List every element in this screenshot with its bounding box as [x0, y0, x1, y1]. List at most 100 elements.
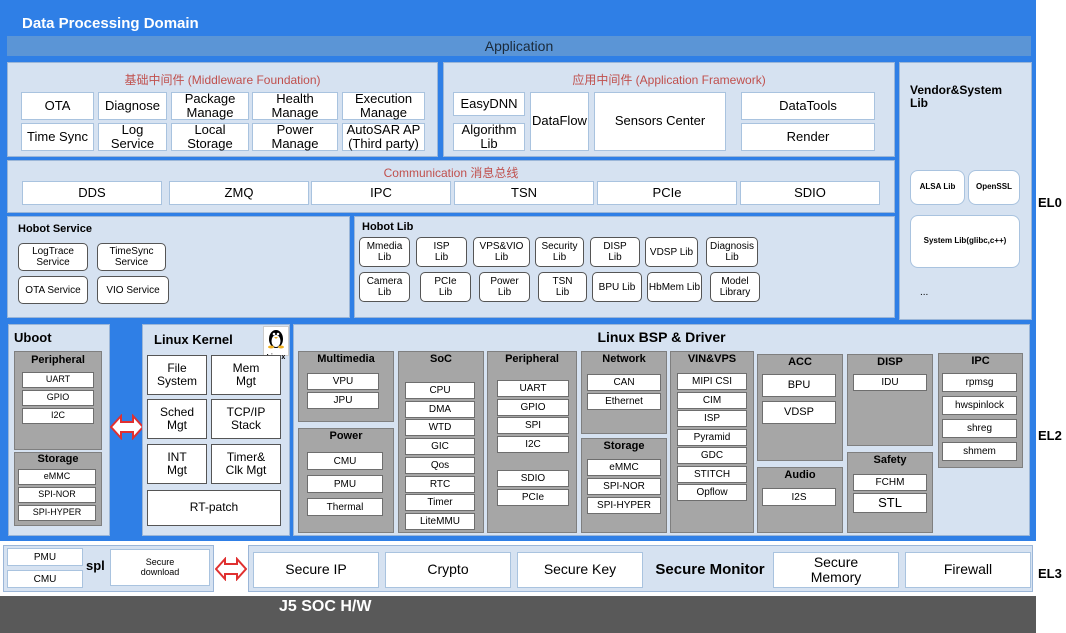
- bsp-soc-item: GIC: [405, 438, 475, 456]
- spl-label: spl: [86, 558, 105, 573]
- app-framework-item: Algorithm Lib: [453, 122, 525, 151]
- bsp-soc-item: DMA: [405, 400, 475, 418]
- uboot-peripheral-item: UART: [22, 372, 94, 388]
- bsp-network-item: Ethernet: [587, 393, 661, 410]
- hobot-lib-item: VDSP Lib: [645, 237, 698, 267]
- secure-item: Secure Memory: [773, 552, 899, 588]
- bsp-power-item: Thermal: [307, 498, 383, 516]
- kernel-item: INT Mgt: [147, 444, 207, 484]
- bsp-vin-title: VIN&VPS: [687, 353, 737, 365]
- middleware-item: Health Manage: [252, 91, 338, 120]
- bsp-power-item: PMU: [307, 475, 383, 493]
- linux-tux-icon: Linux: [263, 326, 289, 361]
- bsp-safety-item: STL: [853, 493, 927, 513]
- hobot-lib-item: DISP Lib: [590, 237, 640, 267]
- vendor-item: System Lib(glibc,c++): [910, 215, 1020, 268]
- middleware-item: Package Manage: [171, 91, 249, 120]
- bsp-safety: [847, 452, 933, 533]
- communication-item: PCIe: [597, 181, 737, 205]
- hobot-lib-item: TSN Lib: [538, 272, 587, 302]
- bsp-soc-item: Timer: [405, 494, 475, 512]
- kernel-item: TCP/IP Stack: [211, 399, 281, 439]
- hobot-service-title: Hobot Service: [18, 223, 92, 235]
- bsp-network-item: CAN: [587, 374, 661, 391]
- uboot-title: Uboot: [14, 330, 52, 345]
- bsp-power-title: Power: [329, 430, 363, 442]
- hobot-lib-item: Model Library: [710, 272, 760, 302]
- hobot-service-item: TimeSync Service: [97, 243, 166, 271]
- bsp-peripheral-item: SDIO: [497, 470, 569, 487]
- app-framework-item: Sensors Center: [594, 92, 726, 151]
- vendor-item: OpenSSL: [968, 170, 1020, 205]
- middleware-item: OTA: [21, 92, 94, 120]
- bsp-storage-item: eMMC: [587, 459, 661, 476]
- secure-item: Crypto: [385, 552, 511, 588]
- hobot-service-item: VIO Service: [97, 276, 169, 304]
- hobot-lib-item: VPS&VIO Lib: [473, 237, 530, 267]
- bsp-vin-item: Pyramid: [677, 428, 747, 446]
- middleware-item: AutoSAR AP (Third party): [342, 122, 425, 151]
- bsp-ipc-item: shreg: [942, 419, 1017, 438]
- hobot-lib-item: Power Lib: [479, 272, 530, 302]
- bsp-audio-title: Audio: [784, 469, 816, 481]
- middleware-title: 基础中间件 (Middleware Foundation): [124, 73, 321, 87]
- kernel-item: Sched Mgt: [147, 399, 207, 439]
- uboot-peripheral-title: Peripheral: [31, 354, 85, 366]
- communication-item: DDS: [22, 181, 162, 205]
- bsp-disp-title: DISP: [877, 356, 903, 368]
- bsp-ipc-title: IPC: [971, 355, 990, 367]
- soc-hw-bar: [0, 596, 1036, 633]
- middleware-item: Time Sync: [21, 123, 94, 151]
- bsp-peripheral-title: Peripheral: [505, 353, 559, 365]
- hobot-lib-item: ISP Lib: [416, 237, 467, 267]
- secure-item: Secure Key: [517, 552, 643, 588]
- bsp-title: Linux BSP & Driver: [597, 329, 726, 345]
- bsp-peripheral-item: SPI: [497, 417, 569, 434]
- bsp-soc-item: LiteMMU: [405, 512, 475, 530]
- bsp-disp: [847, 354, 933, 446]
- middleware-item: Diagnose: [98, 92, 167, 120]
- communication-item: IPC: [311, 181, 451, 205]
- bsp-soc-item: WTD: [405, 419, 475, 437]
- kernel-title: Linux Kernel: [154, 332, 233, 347]
- kernel-item: Mem Mgt: [211, 355, 281, 395]
- middleware-item: Log Service: [98, 122, 167, 151]
- secure-monitor: Secure Monitor: [655, 561, 765, 578]
- application-bar: Application: [7, 36, 1031, 56]
- bsp-acc-item: VDSP: [762, 401, 836, 424]
- domain-title: Data Processing Domain: [22, 15, 199, 32]
- bsp-vin-item: Opflow: [677, 484, 747, 501]
- bsp-safety-item: FCHM: [853, 474, 927, 491]
- middleware-item: Execution Manage: [342, 91, 425, 120]
- bsp-peripheral-item: I2C: [497, 435, 569, 453]
- bsp-audio-item: I2S: [762, 488, 836, 506]
- hobot-lib-title: Hobot Lib: [362, 221, 414, 233]
- bsp-storage-item: SPI-HYPER: [587, 497, 661, 514]
- app-framework-item: Render: [741, 123, 875, 151]
- hobot-lib-item: HbMem Lib: [647, 272, 702, 302]
- communication-item: SDIO: [740, 181, 880, 205]
- bsp-network: [581, 351, 667, 434]
- kernel-item: File System: [147, 355, 207, 395]
- bsp-disp-item: IDU: [853, 374, 927, 391]
- bsp-multimedia-item: JPU: [307, 392, 379, 409]
- bsp-ipc-item: shmem: [942, 442, 1017, 461]
- el3-label: EL3: [1038, 566, 1062, 581]
- secure-item: Secure IP: [253, 552, 379, 588]
- hobot-lib-item: Camera Lib: [359, 272, 410, 302]
- secure-item: Firewall: [905, 552, 1031, 588]
- bsp-vin-item: MIPI CSI: [677, 373, 747, 390]
- communication-item: TSN: [454, 181, 594, 205]
- vendor-item: ...: [920, 287, 929, 298]
- soc-hw-label: J5 SOC H/W: [279, 598, 372, 615]
- uboot-storage-item: eMMC: [18, 469, 96, 485]
- el0-label: EL0: [1038, 195, 1062, 210]
- bsp-safety-title: Safety: [873, 454, 907, 466]
- app-framework-item: DataFlow: [530, 92, 589, 151]
- bsp-soc-item: CPU: [405, 382, 475, 399]
- el2-label: EL2: [1038, 428, 1062, 443]
- vendor-title: Vendor&System Lib: [910, 83, 1003, 111]
- double-arrow-icon: [110, 414, 144, 440]
- app-framework-item: DataTools: [741, 92, 875, 120]
- communication-item: ZMQ: [169, 181, 309, 205]
